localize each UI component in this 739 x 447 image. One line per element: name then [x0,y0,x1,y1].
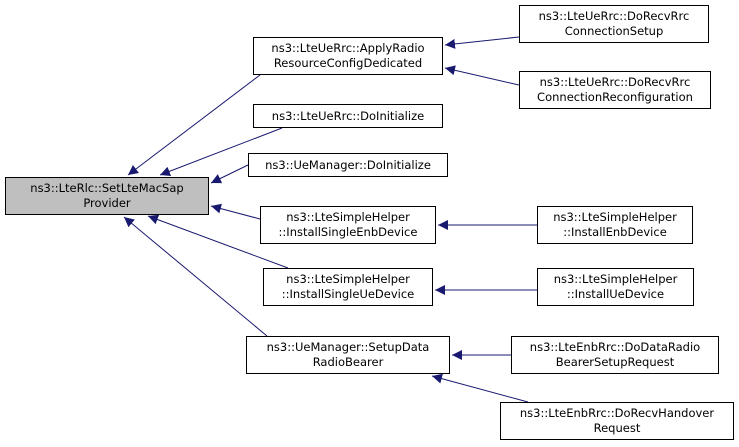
edge-recv-handover-req-to-setup-data-bearer [431,373,529,403]
node-lte-ue-rrc-do-initialize[interactable]: ns3::LteUeRrc::DoInitialize [253,104,443,128]
node-ue-manager-do-initialize[interactable]: ns3::UeManager::DoInitialize [248,153,448,177]
node-setup-data-radio-bearer[interactable]: ns3::UeManager::SetupData RadioBearer [246,336,450,374]
edge-setup-data-bearer-to-root [123,216,268,337]
node-install-enb-device[interactable]: ns3::LteSimpleHelper ::InstallEnbDevice [537,206,693,244]
edge-recv-rrc-setup-to-apply-radio [444,36,520,49]
node-do-recv-handover-request[interactable]: ns3::LteEnbRrc::DoRecvHandover Request [500,402,734,440]
node-root-set-lte-mac-sap-provider[interactable]: ns3::LteRlc::SetLteMacSap Provider [5,177,209,215]
node-install-single-ue-device[interactable]: ns3::LteSimpleHelper ::InstallSingleUeDe… [263,268,433,306]
node-apply-radio-resource-config-dedicated[interactable]: ns3::LteUeRrc::ApplyRadio ResourceConfig… [253,37,443,75]
edge-ue-rrc-init-to-root [159,127,283,177]
node-do-data-radio-bearer-setup-request[interactable]: ns3::LteEnbRrc::DoDataRadio BearerSetupR… [511,336,719,374]
edge-ue-manager-init-to-root [210,164,249,184]
edge-install-single-enb-to-root [210,203,261,220]
edge-install-single-ue-to-root [147,214,289,269]
node-install-ue-device[interactable]: ns3::LteSimpleHelper ::InstallUeDevice [537,268,694,306]
node-install-single-enb-device[interactable]: ns3::LteSimpleHelper ::InstallSingleEnbD… [260,206,436,244]
edge-apply-radio-to-root [127,74,261,176]
node-do-recv-rrc-connection-setup[interactable]: ns3::LteUeRrc::DoRecvRrc ConnectionSetup [519,5,709,43]
node-do-recv-rrc-connection-reconfiguration[interactable]: ns3::LteUeRrc::DoRecvRrc ConnectionRecon… [519,71,711,109]
edge-recv-rrc-reconfig-to-apply-radio [444,65,520,86]
